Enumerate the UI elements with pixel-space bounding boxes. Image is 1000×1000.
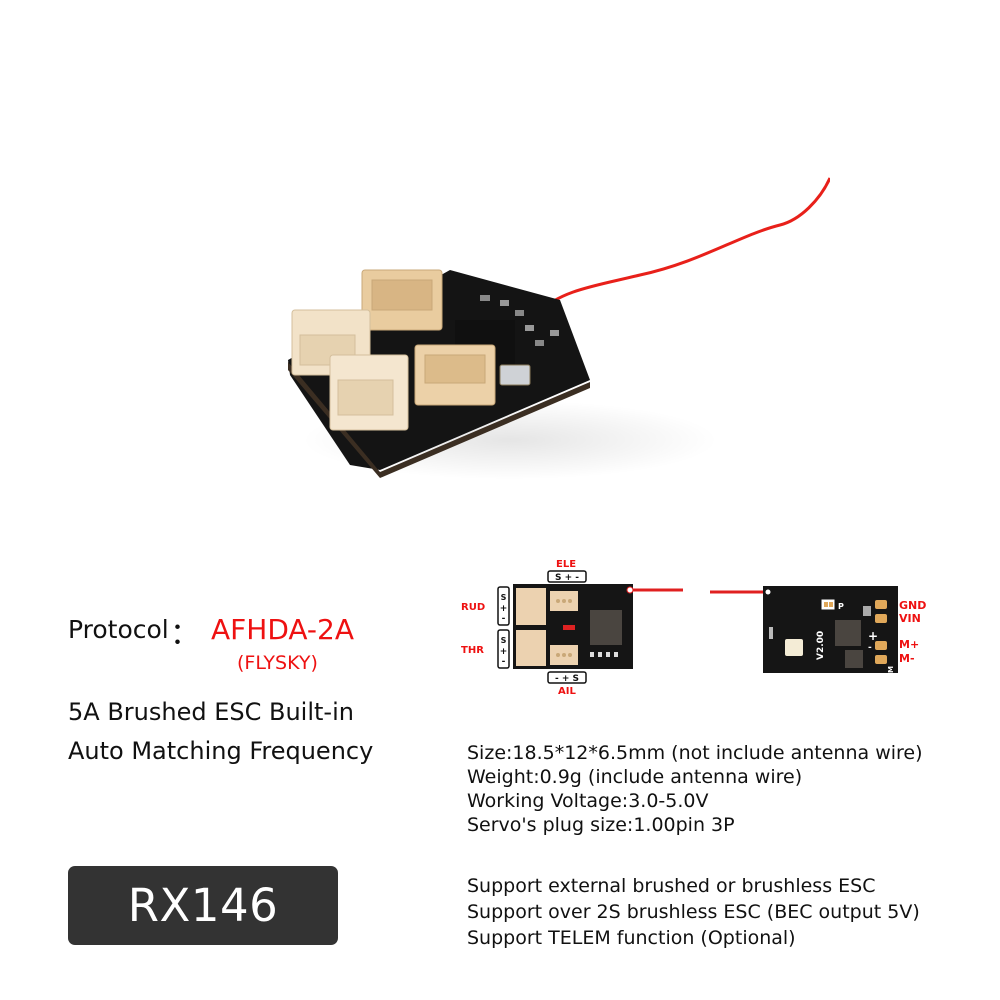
feature-frequency: Auto Matching Frequency — [68, 737, 374, 765]
protocol-colon: ： — [170, 617, 200, 652]
connector-right — [414, 344, 496, 406]
protocol-value: AFHDA-2A — [211, 613, 354, 646]
pinout-diagram-back: P + - V2.00 M GND VIN M+ M- — [710, 586, 926, 673]
protocol-label: Protocol — [68, 615, 169, 644]
model-badge: RX146 — [68, 866, 338, 945]
pin-label-thr: THR — [461, 645, 484, 656]
label-m-minus: M- — [899, 652, 915, 665]
minus-mark: - — [868, 643, 872, 653]
pins-ail: - + S — [555, 674, 579, 684]
spec-size: Size:18.5*12*6.5mm (not include antenna … — [467, 742, 923, 764]
plus-mark: + — [868, 629, 878, 643]
spec-voltage: Working Voltage:3.0-5.0V — [467, 790, 709, 812]
spec-weight: Weight:0.9g (include antenna wire) — [467, 766, 803, 788]
crystal-oscillator — [499, 364, 531, 386]
label-m-plus: M+ — [899, 638, 919, 651]
pin-label-rud: RUD — [461, 602, 485, 613]
model-name: RX146 — [127, 879, 279, 932]
pin-label-ail: AIL — [558, 686, 576, 695]
version-label: V2.00 — [816, 631, 826, 660]
support-list: Support external brushed or brushless ES… — [467, 873, 920, 951]
protocol-brand: (FLYSKY) — [237, 652, 318, 674]
pin-rud-plus: + — [500, 604, 508, 614]
pin-thr-plus: + — [500, 647, 508, 657]
label-gnd: GND — [899, 599, 926, 612]
support-telem: Support TELEM function (Optional) — [467, 927, 796, 949]
support-2s-esc: Support over 2S brushless ESC (BEC outpu… — [467, 901, 920, 923]
connector-left-bottom — [329, 354, 409, 431]
spec-plug-size: Servo's plug size:1.00pin 3P — [467, 814, 735, 836]
pad-p-label: P — [838, 602, 844, 611]
spec-list: Size:18.5*12*6.5mm (not include antenna … — [467, 741, 923, 837]
pin-thr-s: S — [501, 636, 507, 645]
pin-rud-minus: - — [502, 614, 506, 624]
connector-top — [361, 269, 443, 331]
pinout-diagram-front: ELE S + - RUD S + - THR S + - - + S AIL — [461, 559, 683, 695]
pin-label-ele: ELE — [556, 559, 576, 570]
support-external-esc: Support external brushed or brushless ES… — [467, 875, 876, 897]
pins-ele: S + - — [555, 573, 579, 583]
pin-rud-s: S — [501, 593, 507, 602]
label-vin: VIN — [899, 612, 921, 625]
antenna-wire — [538, 177, 830, 314]
product-photo — [288, 177, 830, 478]
pin-thr-minus: - — [502, 657, 506, 667]
feature-esc: 5A Brushed ESC Built-in — [68, 698, 354, 726]
m-mark: M — [887, 666, 895, 673]
